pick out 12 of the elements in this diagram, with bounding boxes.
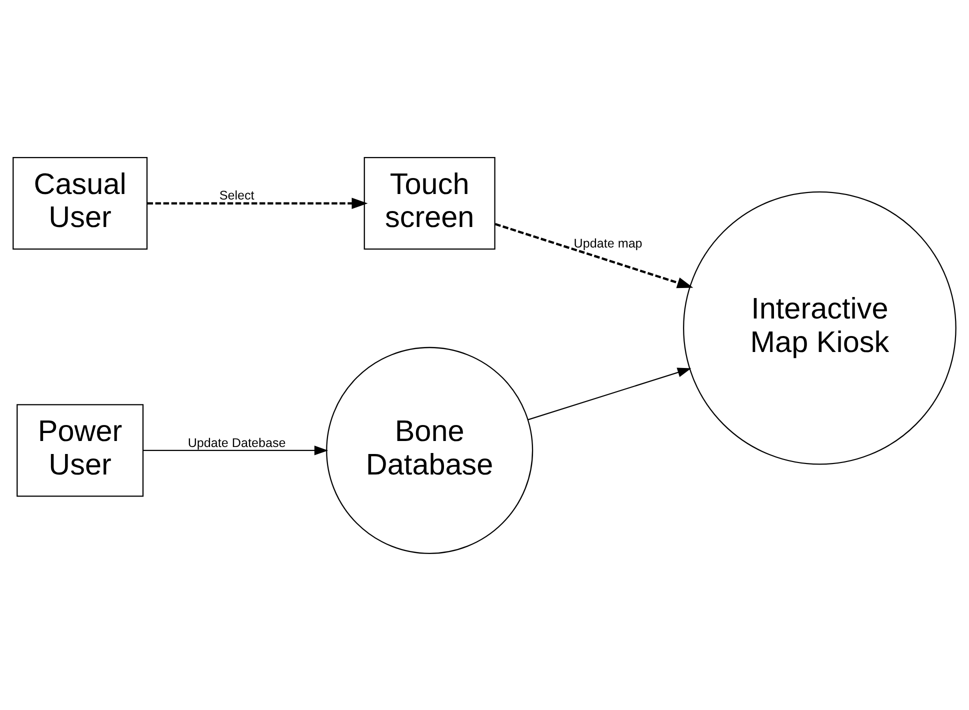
arrow bbox=[143, 445, 328, 455]
edge-label: Update Datebase bbox=[188, 435, 286, 450]
edge-label: Update map bbox=[574, 236, 642, 250]
node-box: Power User bbox=[16, 404, 144, 496]
arrow bbox=[494, 222, 694, 288]
node-box: Casual User bbox=[12, 156, 148, 250]
arrow bbox=[528, 367, 692, 420]
node-circle: Bone Database bbox=[326, 346, 534, 554]
node-circle: Interactive Map Kiosk bbox=[683, 190, 956, 464]
arrow bbox=[147, 197, 368, 208]
node-box: Touch screen bbox=[364, 156, 496, 250]
edge-label: Select bbox=[219, 188, 254, 202]
